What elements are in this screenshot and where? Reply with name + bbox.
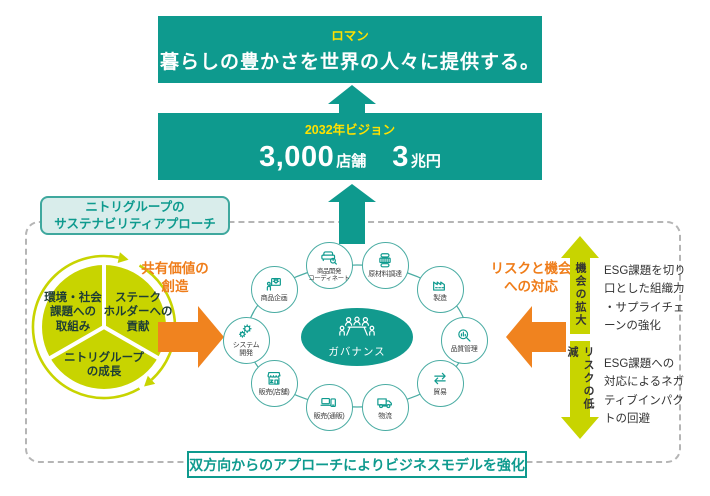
- node-store-sales: 販売(店舗): [250, 359, 298, 407]
- left-arrow-icon: [506, 306, 566, 368]
- governance-ellipse: ガバナンス: [301, 308, 413, 366]
- sales-value: 3: [392, 141, 409, 173]
- materials-icon: [379, 253, 391, 268]
- risk-opportunity-title: リスクと機会 への対応: [490, 261, 572, 295]
- node-raw-materials: 原材料調達: [361, 241, 409, 289]
- node-online-sales: 販売(通販): [305, 383, 353, 431]
- quality-magnifier-icon: [458, 329, 471, 342]
- stores-value: 3,000: [259, 141, 335, 173]
- opportunity-description: ESG課題を切り 口とした組織力 ・サプライチェ ーンの強化: [604, 265, 686, 333]
- opportunity-up-arrow-icon: [561, 236, 599, 334]
- node-system-development: システム 開発: [222, 316, 270, 364]
- truck-icon: [377, 398, 392, 409]
- node-quality-control: 品質管理: [440, 316, 488, 364]
- vision-tag: 2032年ビジョン: [304, 123, 396, 137]
- people-meeting-icon: [339, 316, 375, 336]
- right-arrow-icon: [158, 306, 224, 368]
- shared-value-title: 共有価値の 創造: [141, 261, 209, 295]
- idea-board-icon: [266, 277, 281, 291]
- vision-banner: 2032年ビジョン 3,000 店舗 3 兆円: [158, 113, 542, 180]
- node-logistics: 物流: [361, 383, 409, 431]
- up-arrow-icon: [328, 184, 376, 244]
- opportunity-arrow-label: 機会の拡大: [574, 261, 586, 327]
- factory-icon: [433, 281, 445, 291]
- governance-label: ガバナンス: [328, 346, 386, 358]
- up-arrow-icon: [328, 85, 376, 114]
- risk-down-arrow-icon: [561, 341, 599, 439]
- sofa-search-icon: [321, 251, 337, 265]
- pie-segment-growth-label: ニトリグループ の成長: [64, 352, 144, 379]
- pie-segment-stakeholder-label: ステーク ホルダーへの 貢献: [103, 292, 173, 333]
- node-product-planning: 商品企画: [250, 265, 298, 313]
- pie-segment-environment-label: 環境・社会 課題への 取組み: [44, 292, 102, 333]
- vision-figures: 3,000 店舗 3 兆円: [259, 141, 441, 174]
- shared-value-cycle-chart: [31, 252, 177, 400]
- roman-banner: ロマン 暮らしの豊かさを世界の人々に提供する。: [158, 16, 542, 83]
- node-manufacturing: 製造: [416, 265, 464, 313]
- roman-tag: ロマン: [331, 29, 369, 43]
- trade-arrows-icon: [434, 372, 446, 385]
- node-trade: 貿易: [416, 359, 464, 407]
- approach-label: ニトリグループの サステナビリティアプローチ: [40, 196, 230, 235]
- sales-unit: 兆円: [410, 153, 441, 170]
- risk-arrow-label: リスクの低減: [566, 346, 594, 411]
- risk-description: ESG課題への 対応によるネガ ティブインパク トの回避: [604, 358, 685, 426]
- node-product-dev-coordination: 商品開発 コーディネート: [305, 241, 353, 289]
- bottom-banner: 双方向からのアプローチによりビジネスモデルを強化: [187, 451, 527, 478]
- ec-devices-icon: [320, 397, 336, 408]
- gears-icon: [238, 324, 252, 338]
- roman-statement: 暮らしの豊かさを世界の人々に提供する。: [159, 52, 540, 73]
- stores-unit: 店舗: [336, 153, 367, 170]
- storefront-icon: [267, 371, 281, 385]
